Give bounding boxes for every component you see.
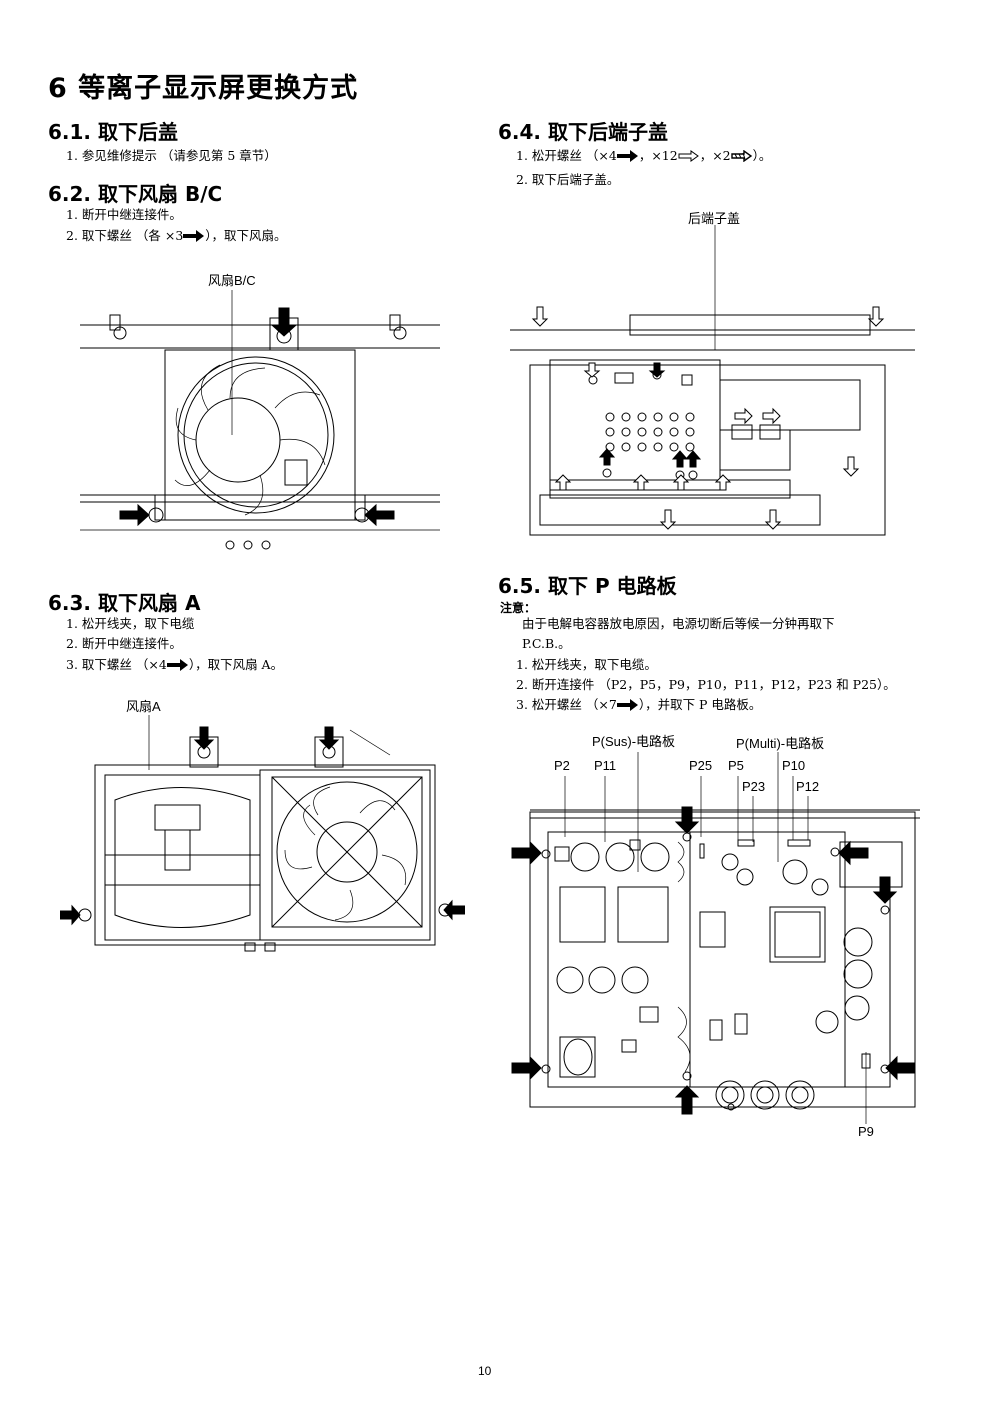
- s65-step-3-text-b: ），并取下 P 电路板。: [638, 697, 762, 712]
- fan-bc-diagram: [80, 290, 440, 550]
- page-number: 10: [478, 1364, 492, 1378]
- page-title: 6 等离子显示屏更换方式: [48, 73, 359, 104]
- fan-a-label: 风扇A: [126, 699, 161, 714]
- p-board-diagram: [511, 752, 920, 1124]
- connector-p2-label: P2: [554, 758, 570, 773]
- s61-step-1: 1. 参见维修提示 （请参见第 5 章节）: [66, 148, 277, 163]
- s63-step-1: 1. 松开线夹，取下电缆: [66, 616, 195, 631]
- rear-terminal-cover-label: 后端子盖: [688, 211, 741, 226]
- connector-p23-label: P23: [742, 779, 766, 794]
- s63-step-3: 3. 取下螺丝 （×4 ），取下风扇 A。: [66, 655, 283, 677]
- section-6-1-heading: 6.1. 取下后盖: [48, 120, 178, 144]
- rear-terminal-cover-diagram: [510, 225, 915, 536]
- connector-p10-label: P10: [782, 758, 806, 773]
- solid-arrow-icon: [616, 697, 639, 717]
- note-text-line-1: 由于电解电容器放电原因，电源切断后等候一分钟再取下: [522, 616, 835, 631]
- s62-step-2: 2. 取下螺丝 （各 ×3 ），取下风扇。: [66, 226, 287, 248]
- s62-step-2-text-a: 2. 取下螺丝 （各 ×3: [66, 228, 184, 243]
- s64-step-1: 1. 松开螺丝 （×4 ，×12 ，×2 ）。: [516, 146, 771, 168]
- s62-step-2-text-b: ），取下风扇。: [205, 228, 287, 243]
- psus-board-label: P(Sus)-电路板: [592, 734, 676, 749]
- s64-step-1-text-b: ，×12: [638, 148, 678, 163]
- pmulti-board-label: P(Multi)-电路板: [736, 736, 825, 751]
- solid-arrow-icon: [166, 657, 189, 677]
- connector-p25-label: P25: [689, 758, 713, 773]
- s63-step-3-text-a: 3. 取下螺丝 （×4: [66, 657, 167, 672]
- s64-step-2: 2. 取下后端子盖。: [516, 172, 620, 187]
- fan-bc-label: 风扇B/C: [208, 273, 256, 288]
- connector-p11-label: P11: [594, 758, 617, 773]
- s63-step-3-text-b: ），取下风扇 A。: [188, 657, 284, 672]
- s64-step-1-text-d: ）。: [752, 148, 772, 163]
- section-6-4-heading: 6.4. 取下后端子盖: [498, 120, 668, 144]
- s65-step-3-text-a: 3. 松开螺丝 （×7: [516, 697, 617, 712]
- connector-p12-label: P12: [796, 779, 820, 794]
- s62-step-1: 1. 断开中继连接件。: [66, 207, 182, 222]
- s64-step-1-text-c: ，×2: [699, 148, 731, 163]
- s65-step-3: 3. 松开螺丝 （×7 ），并取下 P 电路板。: [516, 695, 761, 717]
- s65-step-2: 2. 断开连接件 （P2，P5，P9，P10，P11，P12，P23 和 P25…: [516, 677, 896, 692]
- connector-p9-label: P9: [858, 1124, 874, 1139]
- fan-a-diagram: [60, 715, 465, 952]
- note-text-line-2: P.C.B.。: [522, 636, 571, 651]
- solid-arrow-icon: [183, 228, 205, 248]
- section-6-2-heading: 6.2. 取下风扇 B/C: [48, 182, 223, 206]
- s63-step-2: 2. 断开中继连接件。: [66, 636, 182, 651]
- solid-arrow-icon: [616, 148, 639, 168]
- outline-arrow-icon: [678, 148, 700, 168]
- section-6-3-heading: 6.3. 取下风扇 A: [48, 591, 201, 615]
- connector-p5-label: P5: [728, 758, 744, 773]
- s64-step-1-text-a: 1. 松开螺丝 （×4: [516, 148, 617, 163]
- note-label: 注意：: [500, 601, 537, 615]
- hatched-arrow-icon: [730, 148, 753, 168]
- s65-step-1: 1. 松开线夹，取下电缆。: [516, 657, 657, 672]
- section-6-5-heading: 6.5. 取下 P 电路板: [498, 574, 677, 598]
